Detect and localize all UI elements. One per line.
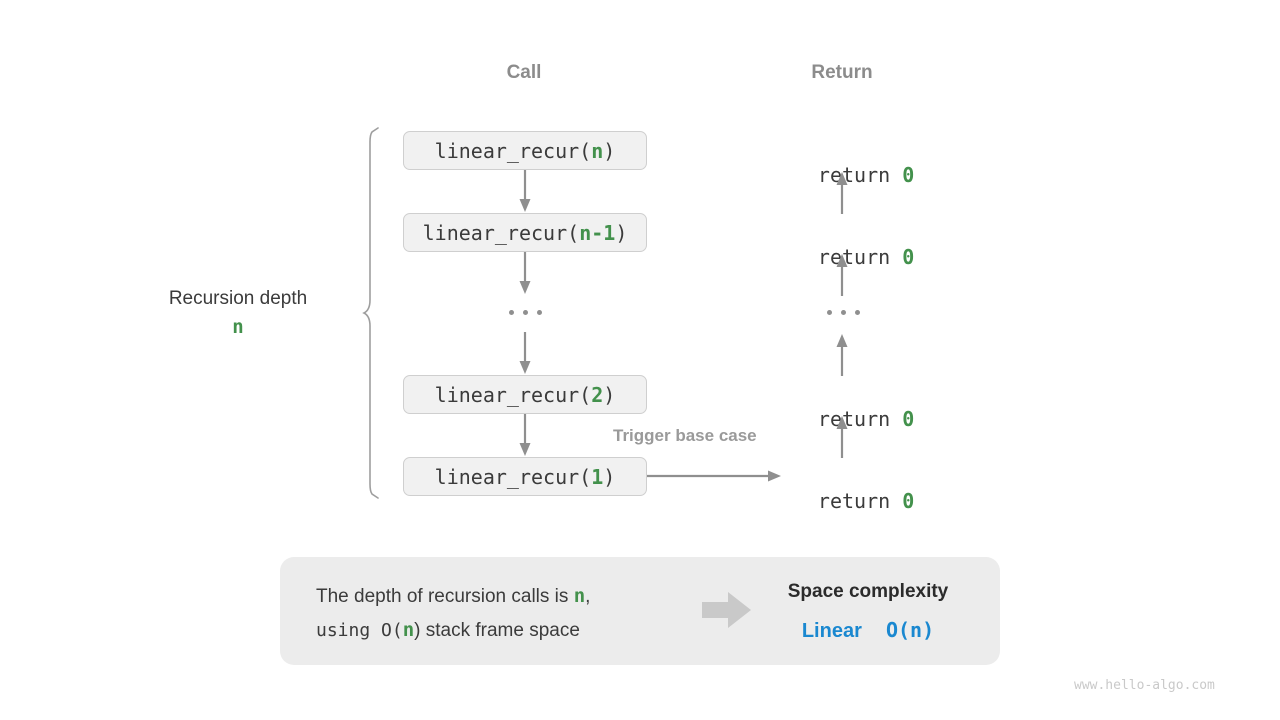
summary-description: The depth of recursion calls is n, using… — [316, 580, 590, 647]
return-arrow-2-to-ellipsis — [836, 334, 848, 376]
return-label-1: return 0 — [742, 221, 942, 293]
call-frame-2-suffix: ) — [603, 382, 616, 407]
summary-result-value: Linear O(n) — [768, 618, 968, 643]
call-frame-3-prefix: linear_recur( — [434, 464, 592, 489]
summary-line-1-var: n — [573, 585, 586, 607]
summary-line-2-text-a: using O( — [316, 619, 403, 641]
summary-line-1: The depth of recursion calls is n, — [316, 580, 590, 614]
call-frame-2: linear_recur(2) — [403, 375, 647, 414]
base-case-arrow — [647, 470, 781, 482]
call-arrow-1-to-ellipsis — [519, 252, 531, 294]
return-label-2-text: return — [817, 407, 903, 431]
call-frame-3: linear_recur(1) — [403, 457, 647, 496]
call-frame-2-arg: 2 — [591, 382, 604, 407]
trigger-base-case-label: Trigger base case — [613, 426, 757, 445]
summary-line-1-text-a: The depth of recursion calls is — [316, 586, 574, 607]
summary-result-notation-spacer — [862, 618, 886, 642]
return-label-2: return 0 — [742, 383, 942, 455]
call-arrow-ellipsis-to-2 — [519, 332, 531, 374]
return-label-0-text: return — [817, 163, 903, 187]
call-ellipsis — [509, 310, 542, 315]
column-header-call: Call — [506, 62, 542, 83]
call-frame-2-prefix: linear_recur( — [434, 382, 592, 407]
summary-line-2: using O(n) stack frame space — [316, 614, 590, 648]
recursion-depth-title: Recursion depth — [168, 288, 308, 309]
summary-panel — [280, 557, 1000, 665]
summary-line-2-var: n — [402, 618, 415, 641]
recursion-depth-value: n — [232, 316, 244, 339]
summary-result-kind: Linear — [801, 620, 862, 642]
call-frame-1-arg: n-1 — [579, 220, 616, 245]
summary-result-notation: O(n) — [885, 618, 935, 642]
return-label-1-text: return — [817, 245, 903, 269]
call-arrow-0-to-1 — [519, 170, 531, 212]
call-frame-1-suffix: ) — [615, 220, 628, 245]
call-frame-3-arg: 1 — [591, 464, 604, 489]
call-frame-0-prefix: linear_recur( — [434, 138, 592, 163]
return-arrow-1-to-0 — [836, 172, 848, 214]
summary-line-1-text-b: , — [585, 586, 591, 607]
summary-result-arrow-icon — [702, 592, 751, 628]
return-arrow-ellipsis-to-1 — [836, 254, 848, 296]
return-arrow-3-to-2 — [836, 416, 848, 458]
call-frame-0: linear_recur(n) — [403, 131, 647, 170]
return-label-1-value: 0 — [902, 245, 915, 269]
call-arrow-2-to-3 — [519, 414, 531, 456]
call-frame-1: linear_recur(n-1) — [403, 213, 647, 252]
return-label-2-value: 0 — [902, 407, 915, 431]
call-frame-0-suffix: ) — [603, 138, 616, 163]
return-ellipsis — [827, 310, 860, 315]
column-header-return: Return — [811, 62, 873, 83]
call-frame-0-arg: n — [591, 138, 604, 163]
return-label-0-value: 0 — [902, 163, 915, 187]
call-frame-1-prefix: linear_recur( — [422, 220, 580, 245]
summary-result-title: Space complexity — [787, 581, 949, 602]
recursion-depth-label: Recursion depth n — [118, 284, 358, 343]
return-label-0: return 0 — [742, 139, 942, 211]
summary-line-2-text-b: ) stack frame space — [414, 619, 580, 641]
return-label-3-value: 0 — [902, 489, 915, 513]
return-label-3-text: return — [817, 489, 903, 513]
recursion-depth-brace — [362, 127, 379, 499]
return-label-3: return 0 — [742, 465, 942, 537]
call-frame-3-suffix: ) — [603, 464, 616, 489]
watermark: www.hello-algo.com — [1074, 678, 1215, 693]
